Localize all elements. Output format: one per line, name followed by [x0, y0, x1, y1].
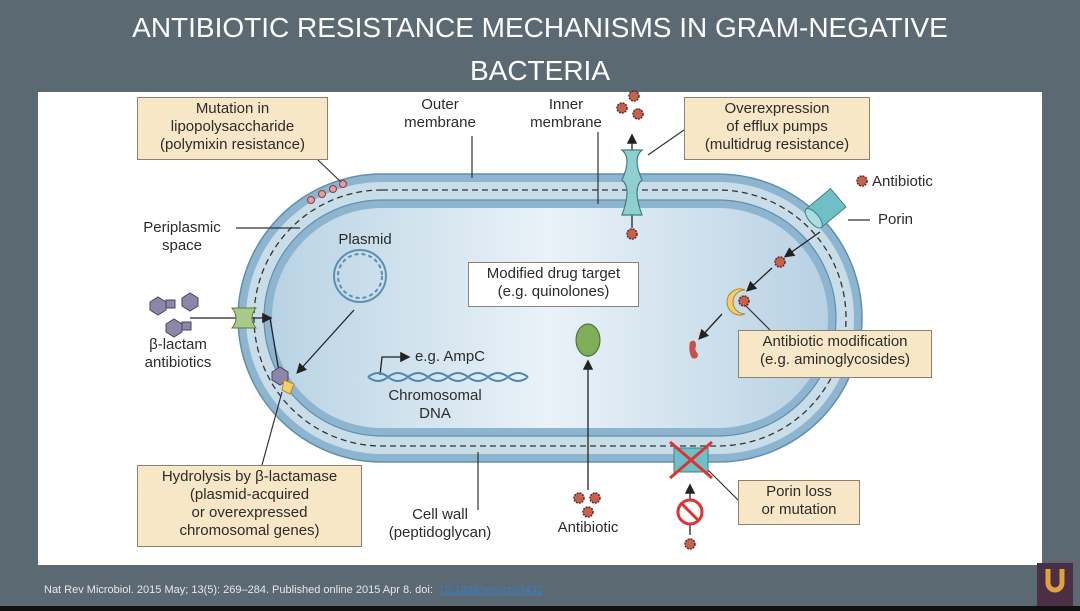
citation-text: Nat Rev Microbiol. 2015 May; 13(5): 269–… [44, 584, 433, 596]
label-plasmid: Plasmid [338, 231, 392, 248]
porin-icon [804, 187, 847, 229]
callout-porin-loss: Porin loss or mutation [738, 480, 860, 525]
efflux-pump-icon [620, 149, 644, 216]
cytoplasm [272, 208, 828, 428]
label-periplasmic-space: Periplasmic space [143, 219, 221, 254]
enzyme-icon [726, 288, 746, 316]
label-inner-membrane: Inner membrane [530, 96, 602, 131]
callout-drug-target: Modified drug target (e.g. quinolones) [468, 262, 639, 307]
logo-u-icon [1045, 569, 1065, 593]
callout-lps-mutation: Mutation in lipopolysaccharide (polymixi… [137, 97, 328, 160]
label-antibiotic-right: Antibiotic [872, 173, 933, 190]
plasmid-icon [333, 249, 387, 303]
label-antibiotic-bottom: Antibiotic [557, 519, 619, 536]
callout-efflux-pumps: Overexpression of efflux pumps (multidru… [684, 97, 870, 160]
beta-lactam-icon [149, 292, 289, 386]
callout-hydrolysis: Hydrolysis by β-lactamase (plasmid-acqui… [137, 465, 362, 547]
doi-link[interactable]: 10.1038/nrmicro3432 [438, 584, 543, 596]
callout-antibiotic-modification: Antibiotic modification (e.g. aminoglyco… [738, 330, 932, 378]
outer-porin-icon [230, 307, 258, 329]
label-beta-lactam: β-lactam antibiotics [144, 336, 212, 371]
label-porin: Porin [878, 211, 914, 228]
bottom-bar [0, 606, 1080, 611]
drug-target-icon [575, 323, 601, 357]
beta-lactamase-icon [281, 379, 295, 395]
slide-title: ANTIBIOTIC RESISTANCE MECHANISMS IN GRAM… [132, 12, 948, 86]
dna-icon [367, 372, 529, 382]
label-chromosomal-dna: Chromosomal DNA [388, 387, 482, 422]
label-outer-membrane: Outer membrane [404, 96, 476, 131]
label-ampc: e.g. AmpC [414, 348, 486, 365]
logo [1037, 563, 1073, 606]
label-cell-wall: Cell wall (peptidoglycan) [388, 506, 492, 541]
modified-antibiotic-icon [689, 340, 698, 359]
porin-loss-icon [669, 440, 713, 526]
citation: Nat Rev Microbiol. 2015 May; 13(5): 269–… [44, 584, 543, 596]
